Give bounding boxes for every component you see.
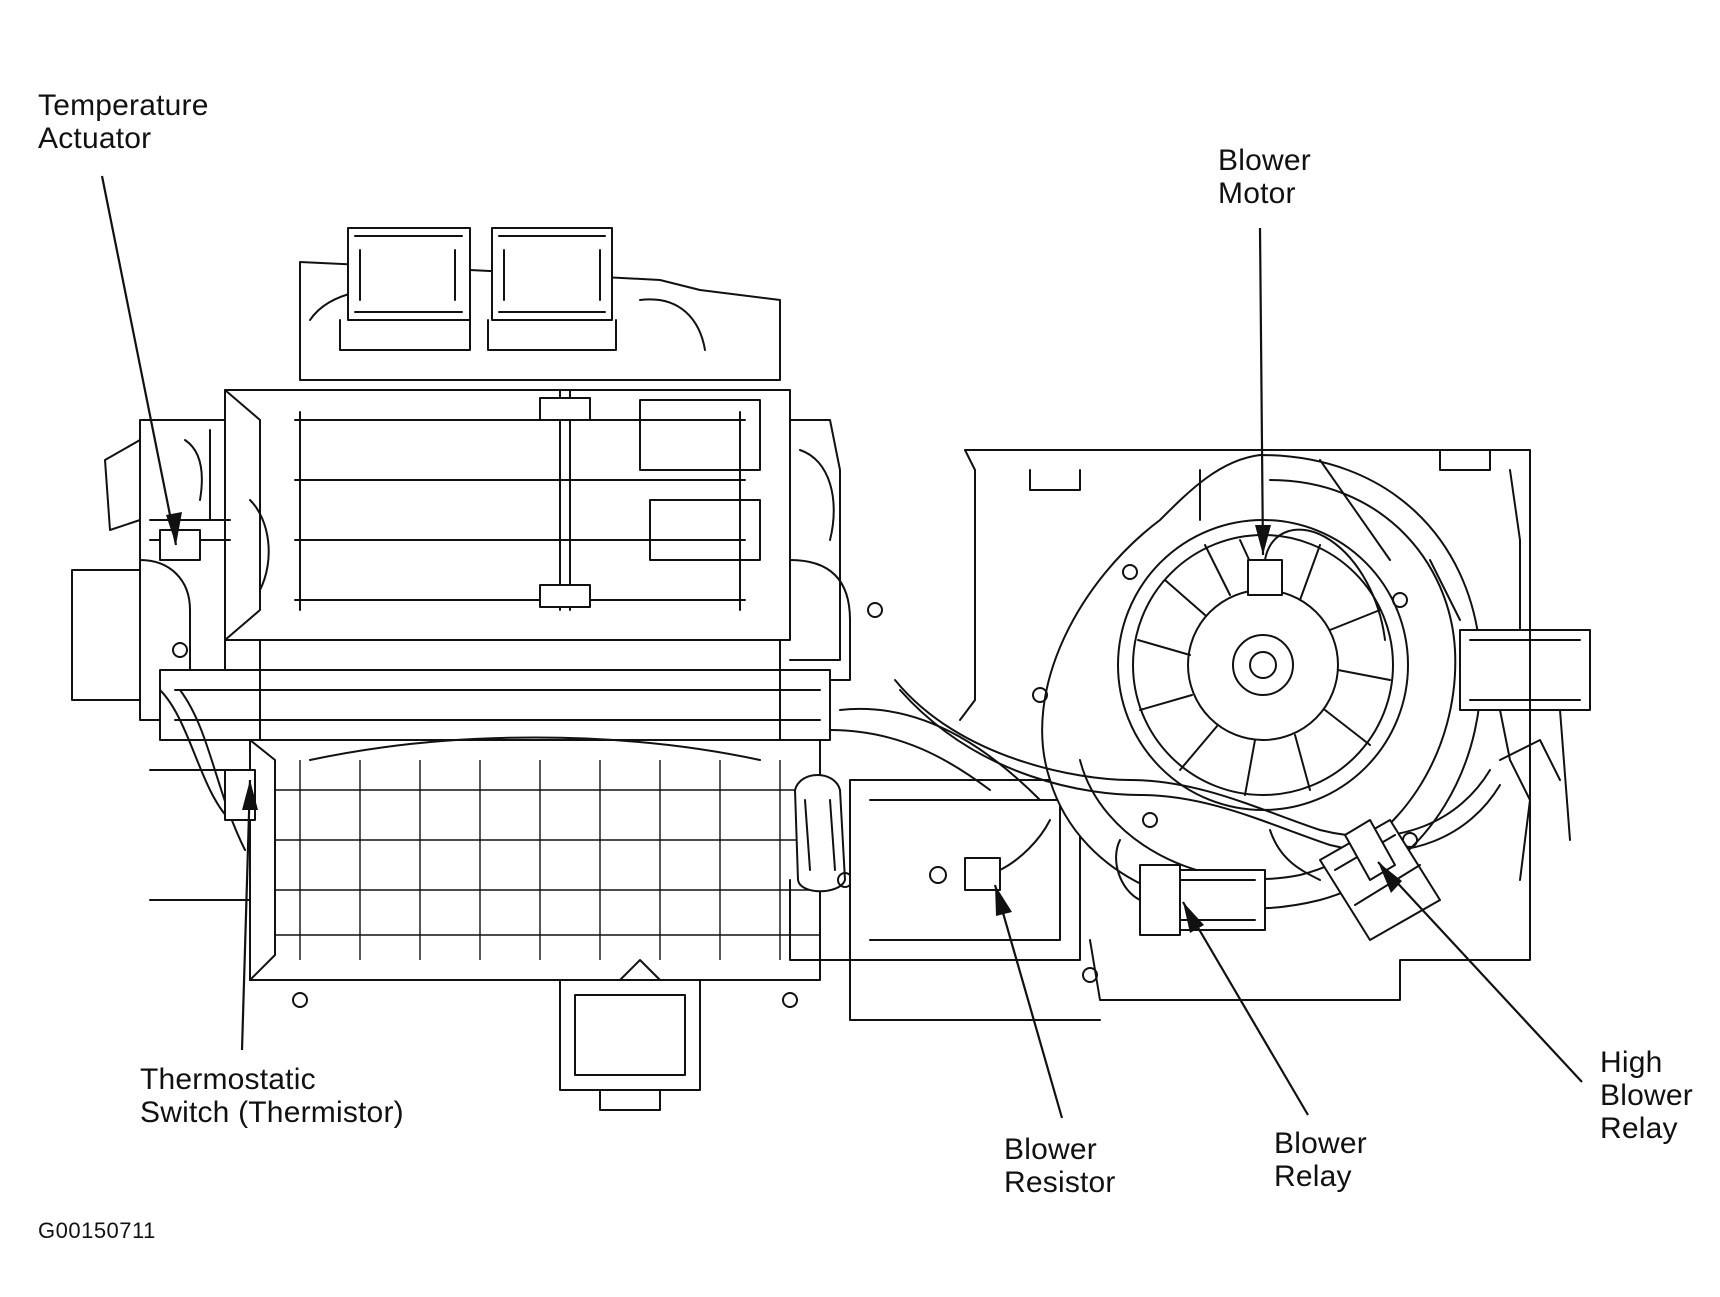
figure-code: G00150711 (38, 1218, 156, 1243)
label-high-blower-relay-line3: Relay (1600, 1112, 1678, 1145)
label-high-blower-relay-line1: High (1600, 1046, 1663, 1079)
label-blower-motor-line2: Motor (1218, 177, 1296, 210)
label-blower-resistor: Blower Resistor (1004, 1133, 1116, 1199)
leader-lines (100, 175, 1583, 1119)
blower-resistor-housing (829, 707, 1101, 1021)
blower-housing (894, 449, 1591, 1001)
high-blower-relay-part (1269, 819, 1441, 941)
label-thermostatic-switch-line2: Switch (Thermistor) (140, 1096, 404, 1129)
label-temperature-actuator-line2: Actuator (38, 122, 152, 155)
label-blower-relay: Blower Relay (1274, 1127, 1367, 1193)
label-blower-resistor-line1: Blower (1004, 1133, 1097, 1166)
label-high-blower-relay: High Blower Relay (1600, 1046, 1693, 1145)
label-thermostatic-switch-line1: Thermostatic (140, 1063, 316, 1096)
label-blower-relay-line2: Relay (1274, 1160, 1352, 1193)
label-temperature-actuator-line1: Temperature (38, 89, 209, 122)
label-blower-resistor-line2: Resistor (1004, 1166, 1116, 1199)
label-blower-motor-line1: Blower (1218, 144, 1311, 177)
label-high-blower-relay-line2: Blower (1600, 1079, 1693, 1112)
label-temperature-actuator: Temperature Actuator (38, 89, 209, 155)
label-thermostatic-switch: Thermostatic Switch (Thermistor) (140, 1063, 404, 1129)
blower-relay-part (1115, 839, 1266, 936)
heater-evaporator-case (71, 227, 883, 1111)
label-blower-motor: Blower Motor (1218, 144, 1311, 210)
label-blower-relay-line1: Blower (1274, 1127, 1367, 1160)
